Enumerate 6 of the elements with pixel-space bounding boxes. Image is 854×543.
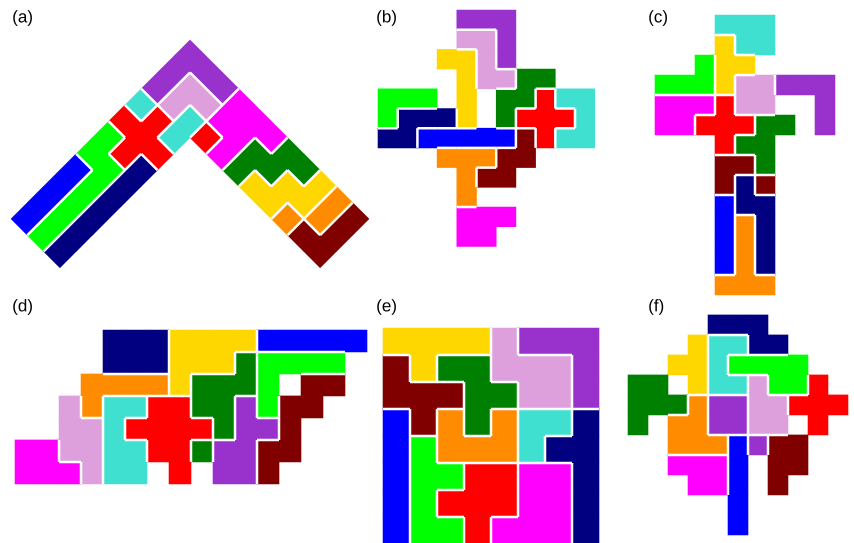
panel-label: (b) [377, 10, 396, 26]
panel-label: (a) [13, 10, 32, 26]
panel-label: (c) [649, 10, 667, 26]
panel-label: (d) [13, 299, 32, 315]
panel-label: (f) [649, 299, 664, 315]
panel-label: (e) [377, 299, 396, 315]
